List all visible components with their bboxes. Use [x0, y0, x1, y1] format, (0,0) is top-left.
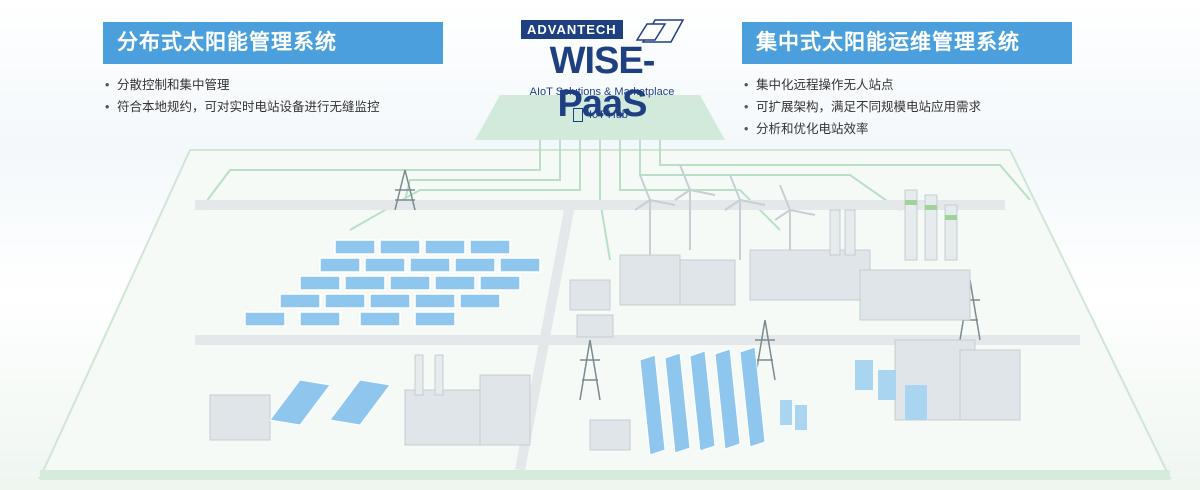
product-name: WISE-PaaS: [549, 40, 656, 125]
wise-paas-logo-icon: [635, 19, 685, 43]
centralized-solar-features: 集中化远程操作无人站点 可扩展架构，满足不同规模电站应用需求 分析和优化电站效率: [742, 74, 1072, 140]
cloud-platform: [475, 95, 725, 140]
iot-hub-icon: [573, 108, 583, 122]
iot-hub-label: IoT Hub: [573, 108, 628, 122]
ground-edge: [40, 470, 1170, 480]
blue-tanks: [780, 360, 927, 430]
solar-field-left: [244, 239, 541, 327]
feature-item: 分散控制和集中管理: [103, 74, 443, 96]
buildings: [209, 249, 1021, 451]
centralized-solar-title: 集中式太阳能运维管理系统: [742, 22, 1072, 64]
distributed-solar-title: 分布式太阳能管理系统: [103, 22, 443, 64]
iot-hub-text: IoT Hub: [589, 108, 628, 121]
feature-item: 分析和优化电站效率: [742, 118, 1072, 140]
distributed-solar-panel: 分布式太阳能管理系统 分散控制和集中管理 符合本地规约，可对实时电站设备进行无缝…: [103, 22, 443, 118]
advantech-brand: ADVANTECH: [521, 20, 623, 39]
feature-item: 符合本地规约，可对实时电站设备进行无缝监控: [103, 96, 443, 118]
centralized-solar-panel: 集中式太阳能运维管理系统 集中化远程操作无人站点 可扩展架构，满足不同规模电站应…: [742, 22, 1072, 140]
feature-item: 集中化远程操作无人站点: [742, 74, 1072, 96]
product-tagline: AIoT Solutions & Marketplace: [529, 86, 675, 98]
distributed-solar-features: 分散控制和集中管理 符合本地规约，可对实时电站设备进行无缝监控: [103, 74, 443, 118]
connection-lines: [199, 140, 1031, 261]
chimney-bands: [905, 200, 957, 220]
feature-item: 可扩展架构，满足不同规模电站应用需求: [742, 96, 1072, 118]
solar-roof-arrays: [269, 379, 391, 426]
solar-field-right: [639, 346, 766, 456]
wind-turbines: [634, 164, 816, 265]
